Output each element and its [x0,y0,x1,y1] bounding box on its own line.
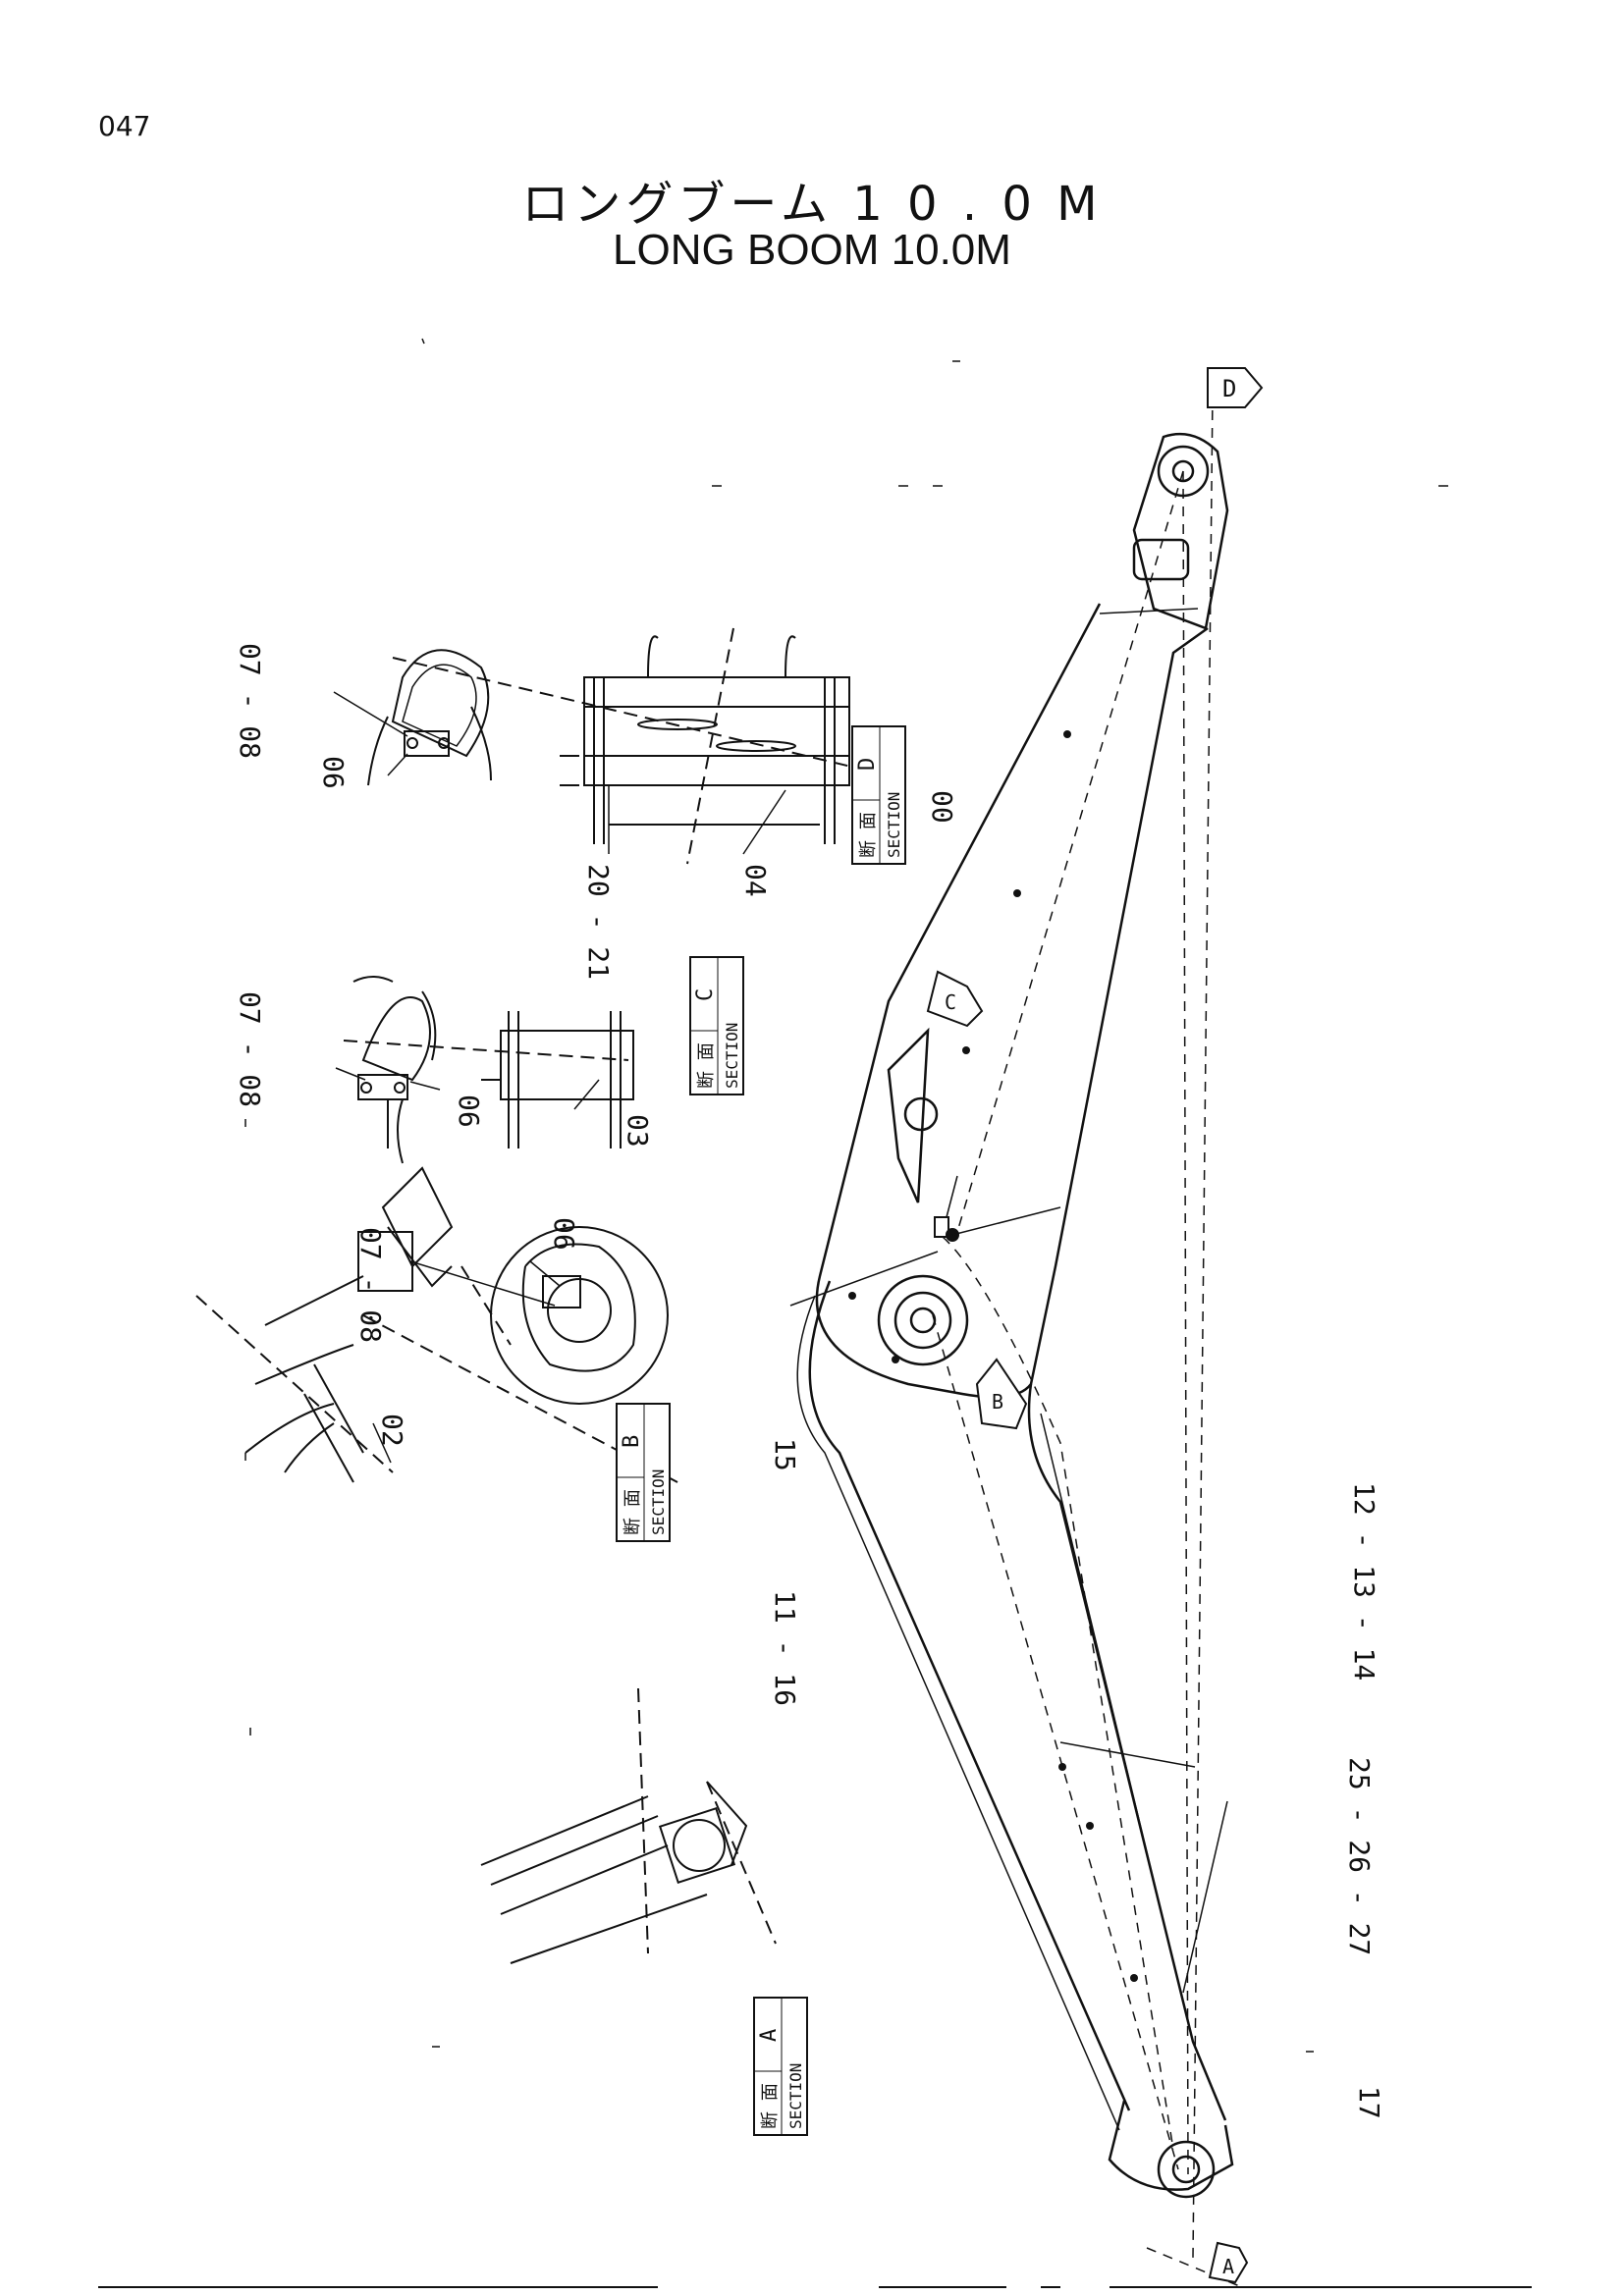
part-label-25-26-27: 25 - 26 - 27 [1343,1757,1376,1955]
section-a-word: SECTION [786,2063,805,2129]
grease-fitting [934,1216,959,1242]
section-label-a: 断 面 A SECTION [753,1997,808,2136]
page-number: 047 [98,110,151,142]
view-marker-c: C [926,970,984,1028]
leader-lines [333,691,1228,1994]
section-d-kanji: 断 面 [858,812,879,858]
section-b-kanji: 断 面 [623,1489,643,1535]
part-label-07-08-c: 07 - 08 [234,991,266,1107]
part-label-15: 15 [769,1438,801,1471]
section-label-c: 断 面 C SECTION [689,956,744,1095]
page-marks [98,338,1532,2288]
section-c-letter: C [693,988,718,1001]
title-japanese: ロングブーム 1 0 . 0 M [521,177,1103,232]
boom-bracket [887,1027,939,1203]
part-label-12-13-14: 12 - 13 - 14 [1348,1482,1380,1681]
foot-pin [877,1274,969,1366]
section-label-d: 断 面 D SECTION [851,725,906,865]
part-label-17: 17 [1353,2086,1385,2119]
view-marker-d-label: D [1222,375,1236,402]
section-d-detail [367,627,890,865]
view-marker-c-label: C [945,990,956,1014]
view-marker-a-label: A [1222,2255,1234,2278]
section-d-word: SECTION [885,792,903,858]
boom-centerlines [932,392,1243,2288]
section-b-letter: B [620,1435,644,1448]
section-c-kanji: 断 面 [696,1042,717,1089]
part-label-02: 02 [376,1414,408,1447]
part-label-20-21: 20 - 21 [582,864,615,980]
section-b-word: SECTION [649,1469,668,1535]
view-marker-b-label: B [992,1390,1003,1414]
section-a-letter: A [757,2029,782,2042]
view-marker-d: D [1207,367,1264,408]
part-label-06-c: 06 [453,1095,485,1128]
section-label-b: 断 面 B SECTION [616,1403,671,1542]
section-c-word: SECTION [723,1023,741,1089]
section-a-detail [480,1687,777,1964]
part-label-07-08-b: 07 - 08 [354,1227,387,1343]
bottom-pin [1157,2140,1216,2199]
boom-outline [796,432,1234,2191]
section-c-detail [343,976,634,1164]
section-d-letter: D [855,758,880,771]
part-label-04: 04 [739,864,772,897]
section-b-detail [195,1166,678,1483]
part-numbers: 00 07 - 08 06 20 - 21 04 07 - 08 06 03 0… [234,643,1385,2119]
part-label-11-16: 11 - 16 [769,1590,801,1706]
part-label-03: 03 [622,1114,654,1148]
part-label-00: 00 [926,790,958,824]
part-label-06-b: 06 [548,1217,580,1251]
view-marker-b: B [975,1358,1028,1430]
section-a-kanji: 断 面 [760,2083,781,2129]
piping-clamps [848,730,1138,1982]
title-english: LONG BOOM 10.0M [613,226,1011,274]
view-marker-a: A [1208,2241,1249,2284]
part-label-06-d: 06 [317,756,350,789]
top-pin [1132,445,1210,581]
part-label-07-08-d: 07 - 08 [234,643,266,759]
